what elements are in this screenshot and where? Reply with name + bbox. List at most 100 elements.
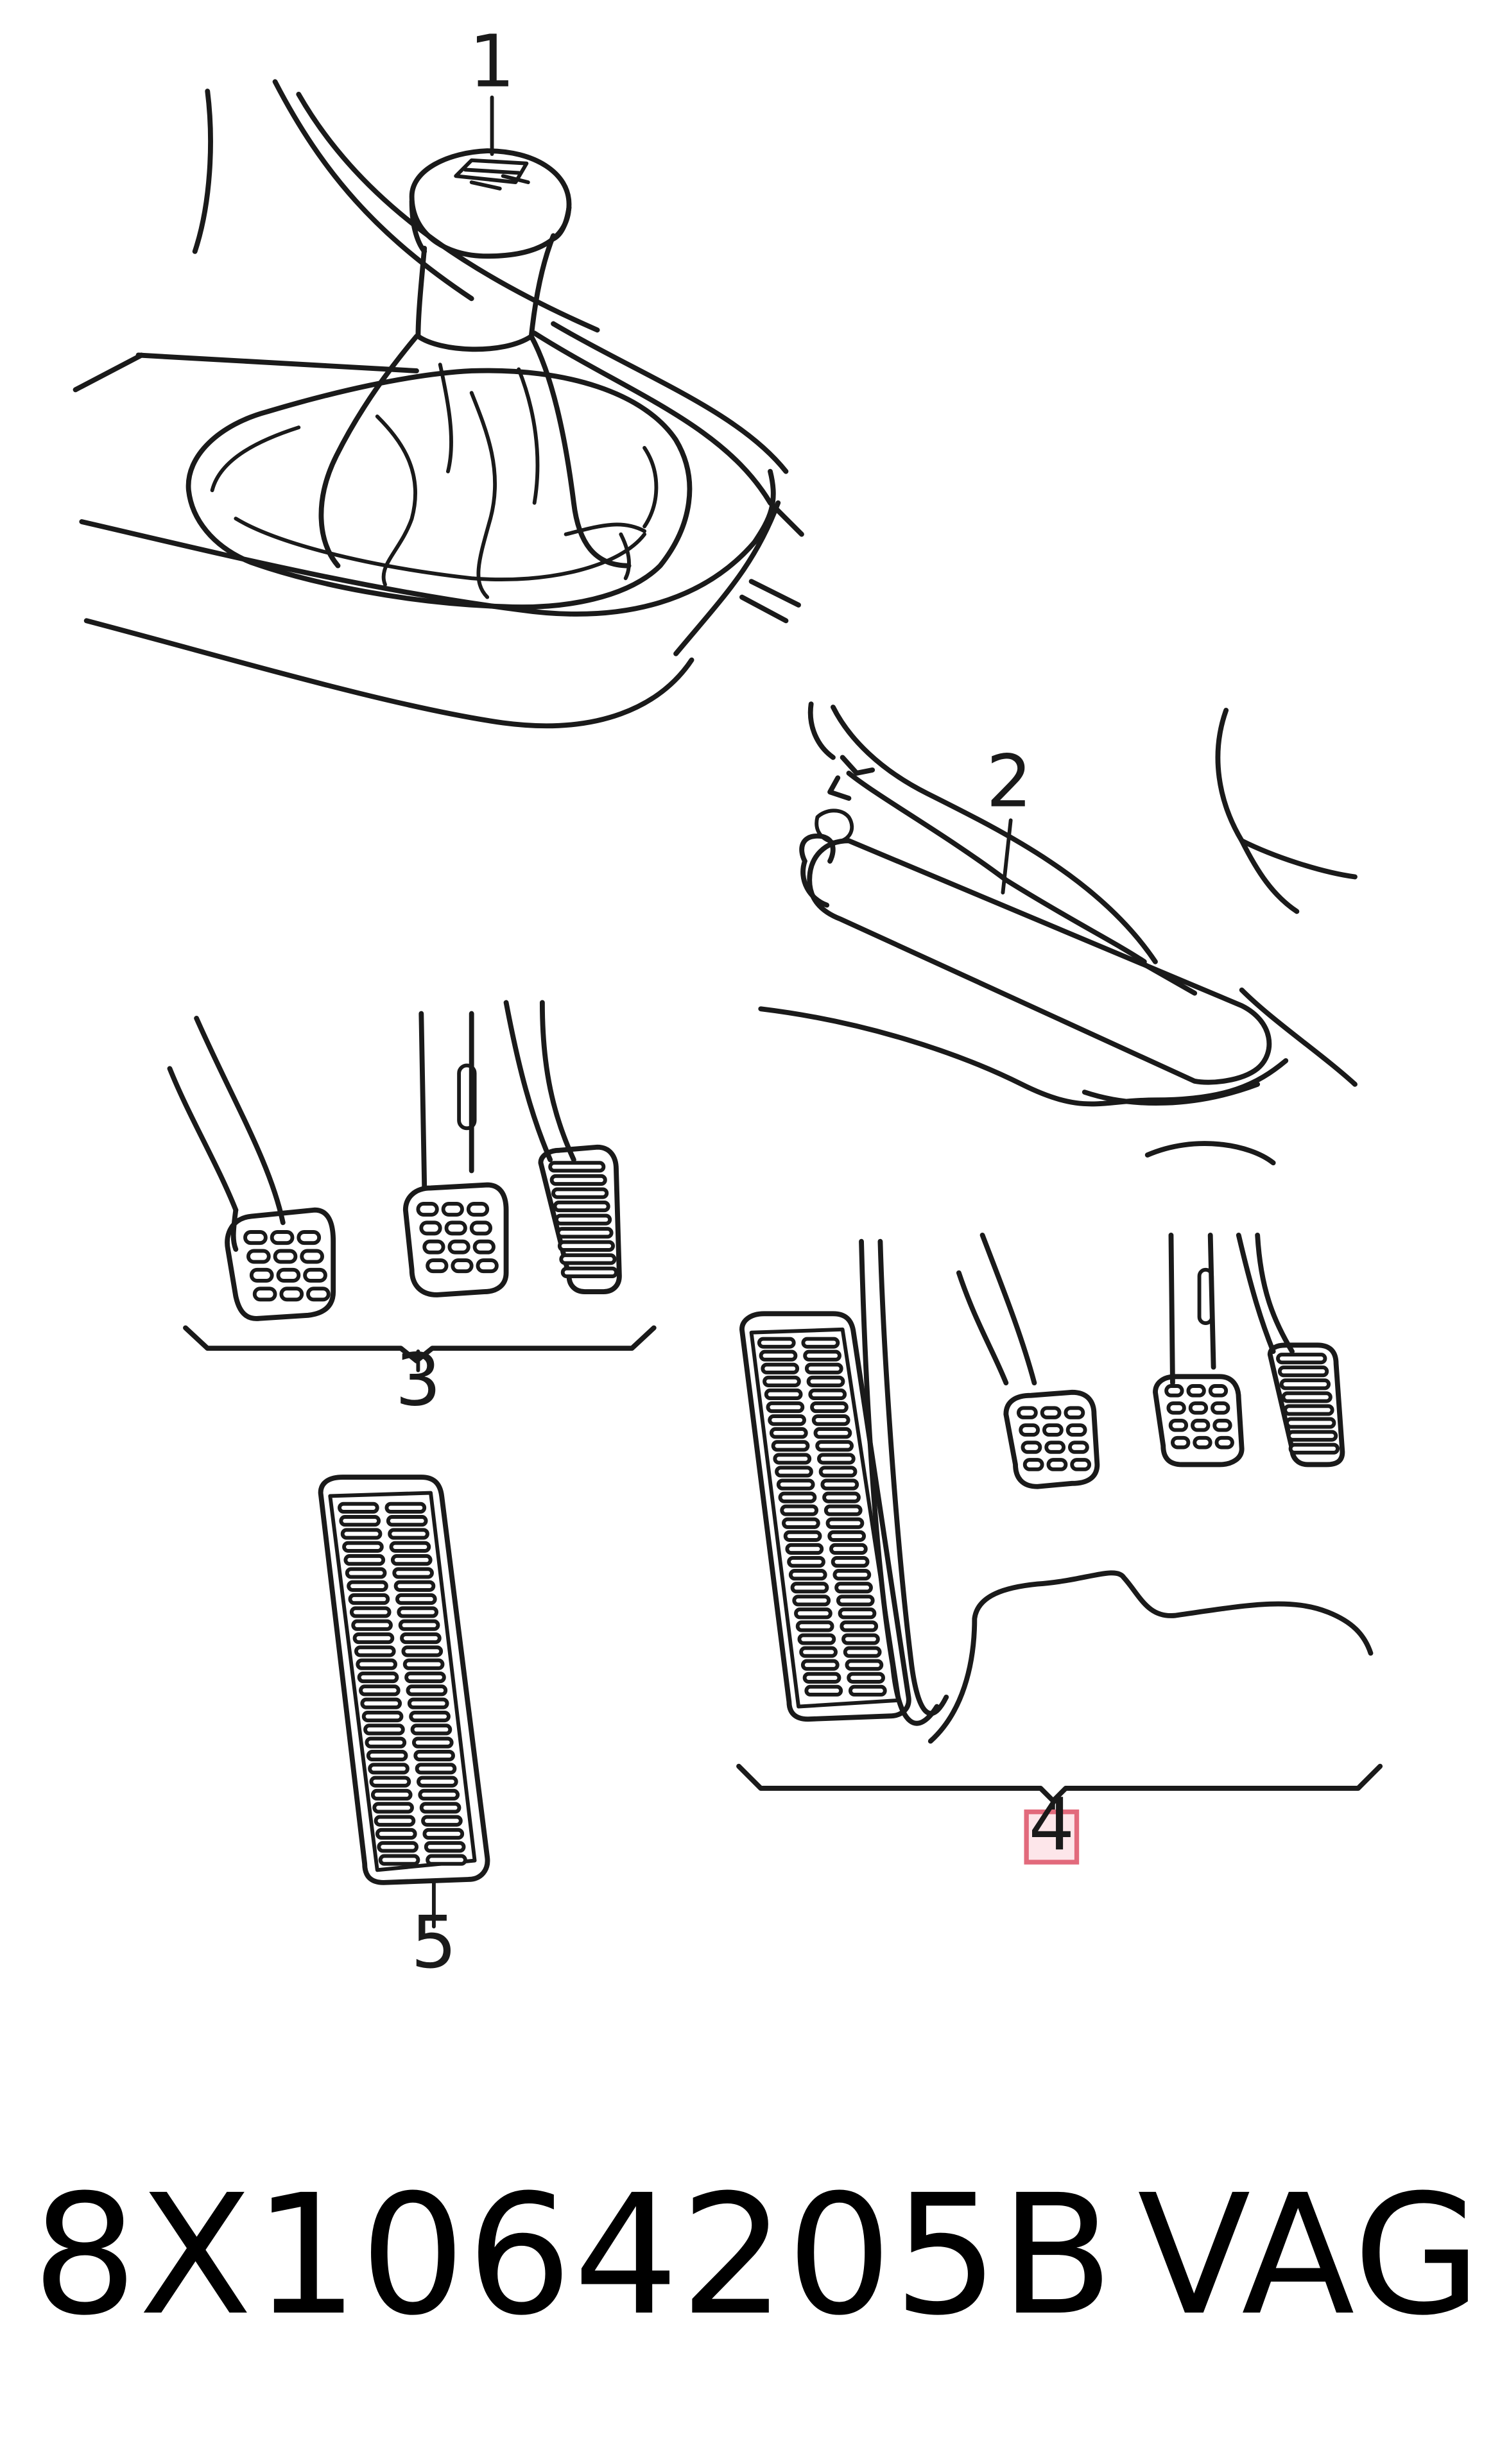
callout-2[interactable]: 2 bbox=[986, 739, 1032, 823]
grip-slot bbox=[351, 1619, 393, 1631]
grip-slot bbox=[554, 1213, 612, 1226]
grip-slot bbox=[413, 1749, 455, 1762]
grip-slot bbox=[1070, 1458, 1092, 1471]
grip-slot bbox=[783, 1530, 822, 1542]
grip-slot bbox=[393, 1580, 436, 1592]
grip-slot bbox=[409, 1710, 451, 1723]
grip-slot bbox=[559, 1253, 617, 1265]
grip-slot bbox=[354, 1645, 396, 1657]
grip-slot bbox=[1276, 1353, 1327, 1365]
callout-3[interactable]: 3 bbox=[395, 1337, 442, 1422]
grip-slot bbox=[813, 1427, 852, 1439]
grip-slot bbox=[1211, 1401, 1230, 1415]
grip-slot bbox=[816, 1453, 856, 1465]
grip-slot bbox=[548, 1161, 606, 1173]
grip-slot bbox=[757, 1337, 796, 1349]
grip-slot bbox=[787, 1555, 825, 1568]
grip-slot bbox=[411, 1736, 454, 1749]
grip-slot bbox=[804, 1362, 843, 1374]
grip-slot bbox=[808, 1388, 847, 1401]
footrest-pedal-illustration bbox=[736, 1232, 1383, 1804]
grip-slot bbox=[447, 1239, 470, 1254]
grip-slot bbox=[818, 1466, 858, 1478]
grip-slot bbox=[763, 1375, 801, 1387]
grip-slot bbox=[407, 1697, 449, 1709]
grip-slot bbox=[392, 1567, 434, 1579]
callout-5[interactable]: 5 bbox=[411, 1900, 457, 1985]
footrest-pad-slots bbox=[757, 1337, 887, 1697]
grip-slot bbox=[775, 1466, 813, 1478]
grip-slot bbox=[1191, 1418, 1211, 1432]
grip-slot bbox=[356, 1658, 397, 1670]
accelerator-pad-slots bbox=[338, 1502, 467, 1866]
grip-slot bbox=[338, 1502, 379, 1514]
grip-slot bbox=[279, 1287, 304, 1302]
grip-slot bbox=[372, 1802, 414, 1814]
grip-slot bbox=[556, 1227, 614, 1239]
grip-slot bbox=[848, 1684, 887, 1697]
grip-slot bbox=[404, 1671, 446, 1684]
grip-slot bbox=[469, 1220, 493, 1236]
grip-slot bbox=[811, 1414, 850, 1426]
clutch-pad-4-slots bbox=[1016, 1406, 1092, 1471]
grip-slot bbox=[418, 1788, 460, 1801]
grip-slot bbox=[398, 1619, 440, 1631]
grip-slot bbox=[419, 1802, 461, 1814]
grip-slot bbox=[349, 1606, 392, 1618]
grip-slot bbox=[782, 1517, 820, 1529]
grip-slot bbox=[416, 1201, 439, 1217]
grip-slot bbox=[339, 1515, 381, 1527]
grip-slot bbox=[377, 1841, 419, 1853]
grip-slot bbox=[1286, 1430, 1338, 1442]
grip-slot bbox=[306, 1287, 331, 1302]
grip-slot bbox=[1186, 1384, 1206, 1398]
grip-slot bbox=[297, 1230, 322, 1245]
grip-slot bbox=[1021, 1441, 1042, 1454]
callout-4[interactable]: 4 bbox=[1029, 1782, 1075, 1867]
grip-slot bbox=[785, 1543, 824, 1555]
grip-slot bbox=[843, 1646, 882, 1658]
grip-slot bbox=[551, 1187, 609, 1199]
grip-slot bbox=[243, 1230, 268, 1245]
grip-slot bbox=[549, 1174, 607, 1186]
grip-slot bbox=[421, 1815, 463, 1827]
part-number-footer: 8X1064205B VAG bbox=[32, 2153, 1483, 2358]
grip-slot bbox=[1040, 1406, 1062, 1419]
brand-label: VAG bbox=[1137, 2159, 1483, 2352]
grip-slot bbox=[357, 1671, 399, 1684]
brake-pad-3-slots bbox=[416, 1201, 499, 1274]
grip-slot bbox=[797, 1633, 836, 1645]
accelerator-pad-illustration bbox=[318, 1475, 490, 1929]
grip-slot bbox=[347, 1580, 388, 1592]
grip-slot bbox=[834, 1582, 873, 1594]
grip-slot bbox=[1212, 1418, 1232, 1432]
grip-slot bbox=[815, 1440, 854, 1452]
grip-slot bbox=[444, 1220, 467, 1236]
grip-slot bbox=[847, 1672, 885, 1684]
grip-slot bbox=[426, 1258, 449, 1274]
grip-slot bbox=[424, 1841, 466, 1853]
grip-slot bbox=[384, 1502, 427, 1514]
grip-slot bbox=[415, 1763, 457, 1775]
grip-slot bbox=[1016, 1406, 1038, 1419]
grip-slot bbox=[1065, 1423, 1087, 1437]
grip-slot bbox=[799, 1646, 838, 1658]
grip-slot bbox=[360, 1697, 402, 1709]
grip-slot bbox=[390, 1554, 433, 1566]
callout-1[interactable]: 1 bbox=[469, 19, 515, 104]
grip-slot bbox=[1022, 1458, 1044, 1471]
grip-slot bbox=[300, 1249, 324, 1264]
grip-slot bbox=[1164, 1384, 1184, 1398]
grip-slot bbox=[773, 1453, 812, 1465]
grip-slot bbox=[553, 1201, 610, 1213]
grip-slot bbox=[348, 1593, 390, 1605]
gas-pad-3-slots bbox=[548, 1161, 618, 1279]
grip-slot bbox=[766, 1401, 805, 1414]
grip-slot bbox=[466, 1201, 490, 1217]
grip-slot bbox=[1044, 1441, 1066, 1454]
grip-slot bbox=[246, 1249, 271, 1264]
grip-slot bbox=[1188, 1401, 1209, 1415]
grip-slot bbox=[363, 1724, 405, 1736]
grip-slot bbox=[836, 1595, 875, 1607]
grip-slot bbox=[1193, 1435, 1212, 1450]
